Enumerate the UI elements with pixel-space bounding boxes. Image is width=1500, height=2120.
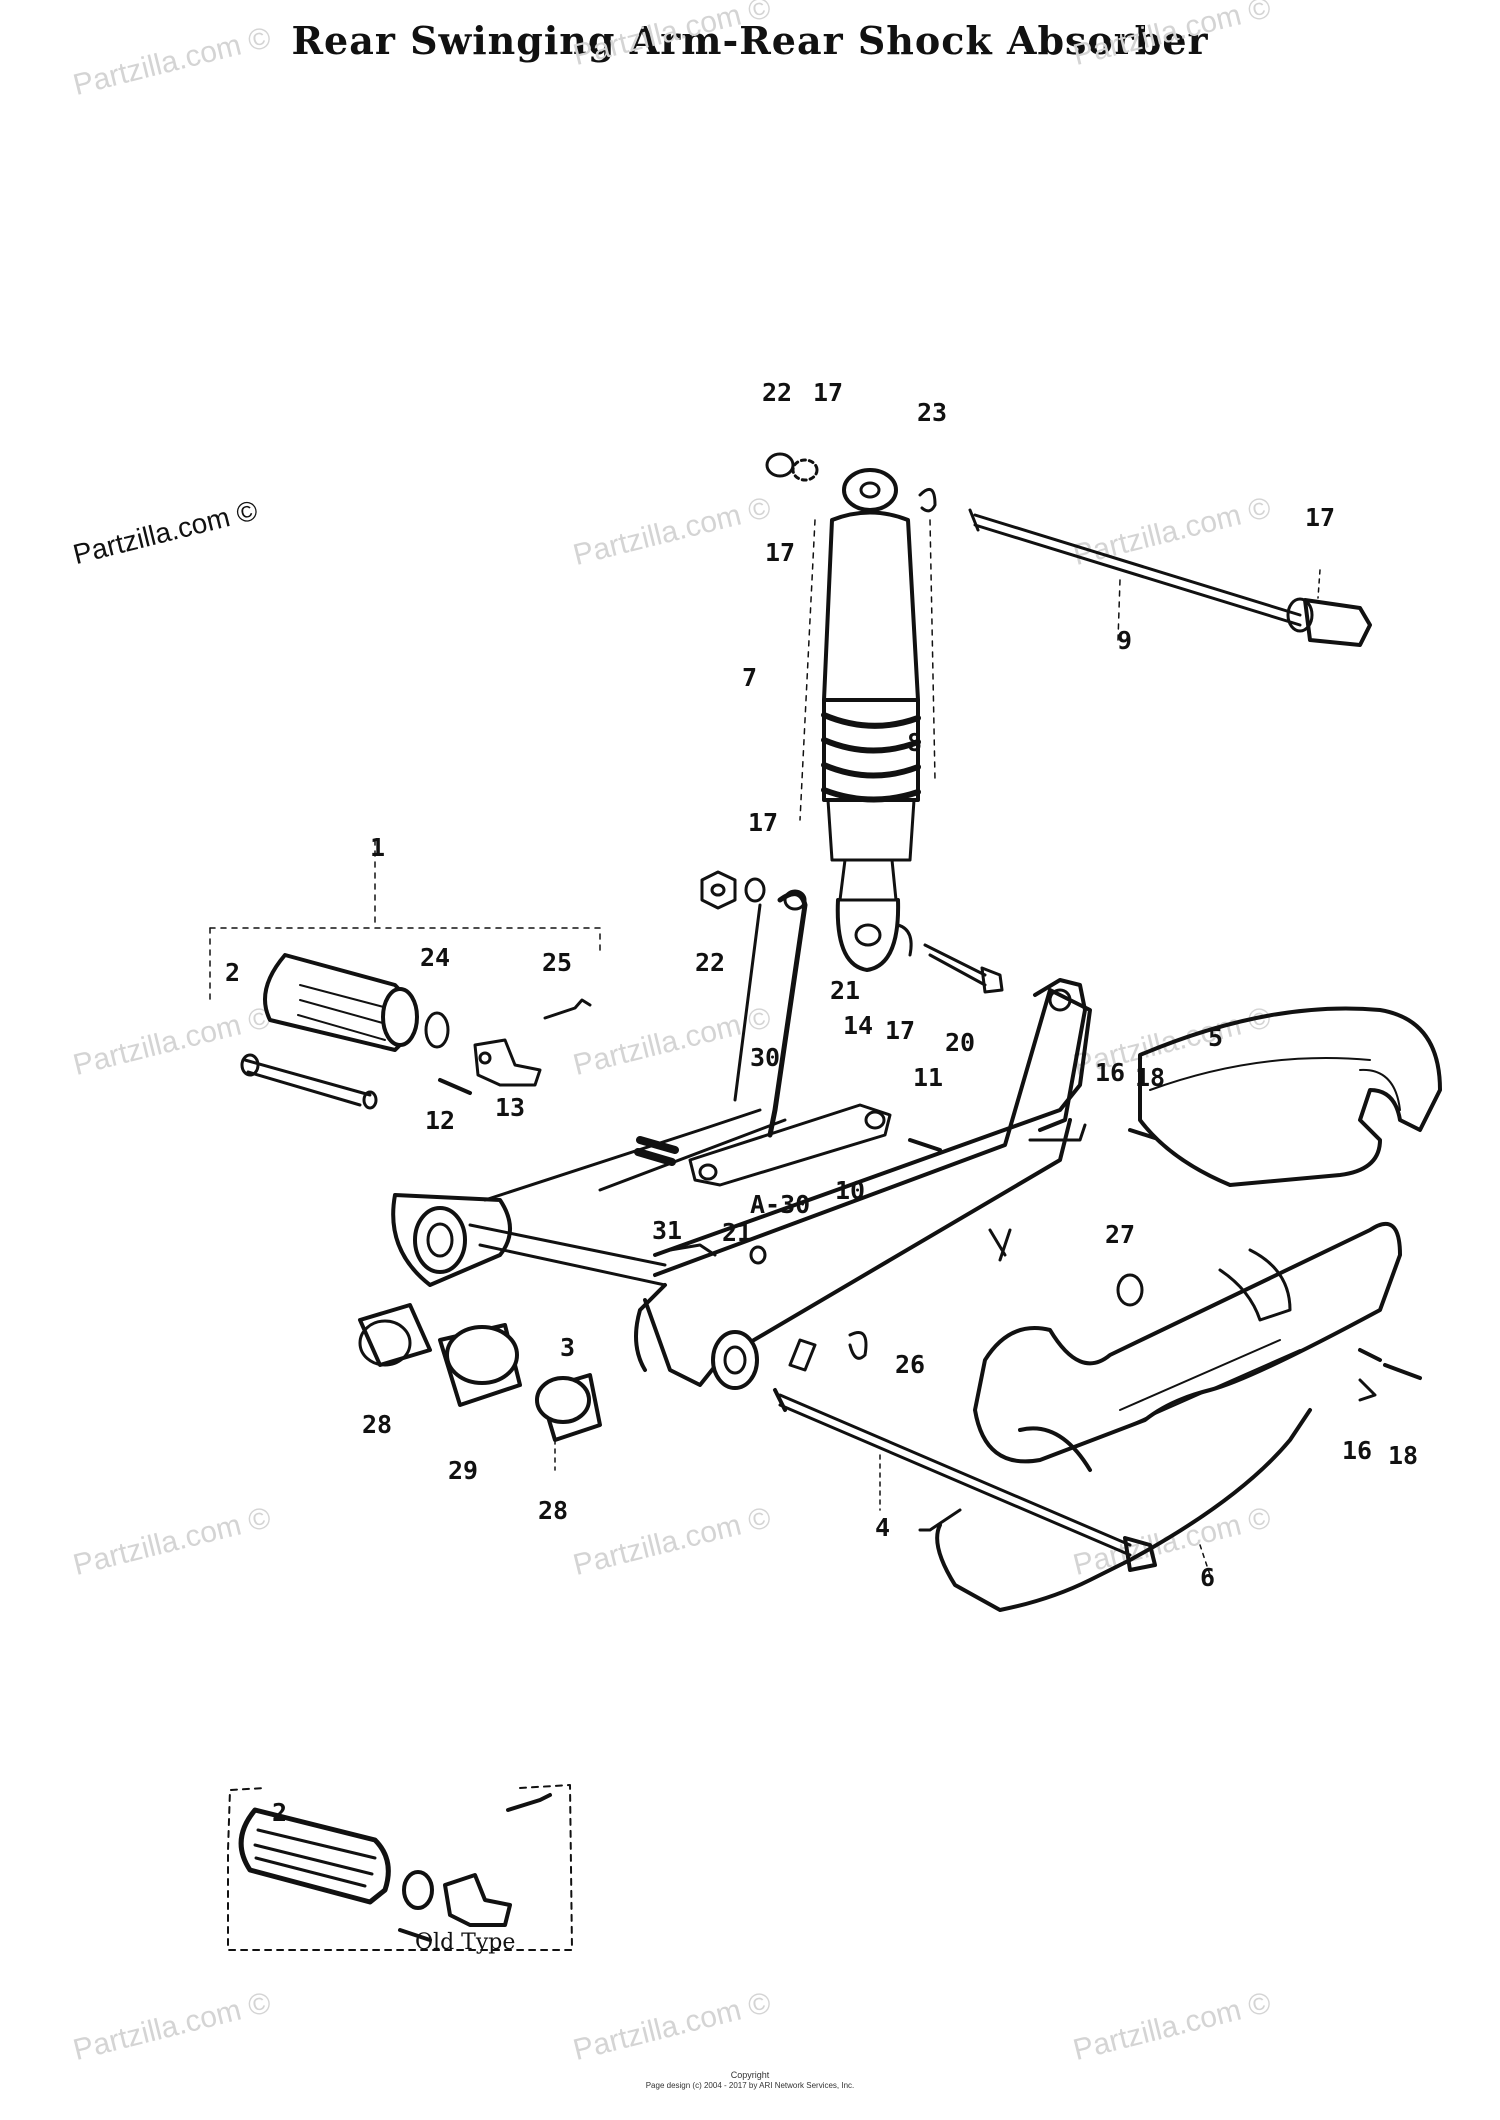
footrest-assembly-drawing	[209, 839, 601, 1110]
callout-17: 17	[765, 538, 796, 567]
callout-28: 28	[362, 1410, 393, 1439]
callout-11: 11	[913, 1063, 944, 1092]
callout-12: 12	[425, 1106, 456, 1135]
bushings-drawing	[358, 1303, 602, 1471]
callout-17: 17	[748, 808, 779, 837]
chain-case-upper-drawing	[1138, 1006, 1442, 1187]
callout-30: 30	[750, 1043, 781, 1072]
callout-18: 18	[1135, 1063, 1166, 1092]
callout-20: 20	[945, 1028, 976, 1057]
callout-13: 13	[495, 1093, 526, 1122]
callout-a-30: A-30	[750, 1190, 811, 1219]
callout-2: 2	[225, 958, 241, 987]
callout-29: 29	[448, 1456, 479, 1485]
callout-14: 14	[843, 1011, 874, 1040]
callout-27: 27	[1105, 1220, 1136, 1249]
old-type-inset-drawing	[227, 1784, 573, 1951]
callout-22: 22	[695, 948, 726, 977]
callout-23: 23	[917, 398, 948, 427]
old-type-label: Old Type	[415, 1930, 516, 1955]
callout-28: 28	[538, 1496, 569, 1525]
callout-4: 4	[875, 1513, 891, 1542]
callout-26: 26	[895, 1350, 926, 1379]
callout-9: 9	[1117, 626, 1133, 655]
callout-5: 5	[1208, 1023, 1224, 1052]
callout-10: 10	[835, 1176, 866, 1205]
callout-22: 22	[762, 378, 793, 407]
swing-arm-drawing	[391, 978, 1157, 1390]
callout-6: 6	[1200, 1563, 1216, 1592]
callout-21: 21	[830, 976, 861, 1005]
callout-2: 2	[272, 1798, 288, 1827]
callout-3: 3	[560, 1333, 576, 1362]
top-washers-drawing	[765, 452, 937, 513]
callout-8: 8	[907, 728, 923, 757]
copyright-label: Copyright	[730, 2070, 770, 2080]
copyright-notice: Page design (c) 2004 - 2017 by ARI Netwo…	[645, 2080, 855, 2090]
callout-17: 17	[813, 378, 844, 407]
callout-17: 17	[885, 1016, 916, 1045]
callout-21: 21	[722, 1218, 753, 1247]
callout-25: 25	[542, 948, 573, 977]
diagram-title: Rear Swinging Arm-Rear Shock Absorber	[291, 18, 1209, 63]
axle-4-drawing	[773, 1331, 1157, 1572]
callout-17: 17	[1305, 503, 1336, 532]
callout-31: 31	[652, 1216, 683, 1245]
chain-case-lower-drawing	[918, 1221, 1422, 1612]
callout-16: 16	[1342, 1436, 1373, 1465]
shock-absorber-drawing	[799, 468, 936, 972]
callout-24: 24	[420, 943, 451, 972]
bolt-9-drawing	[968, 508, 1372, 647]
callout-18: 18	[1388, 1441, 1419, 1470]
callout-16: 16	[1095, 1058, 1126, 1087]
callout-7: 7	[742, 663, 758, 692]
mount-stay-drawing	[700, 870, 1004, 1138]
callout-1: 1	[370, 833, 386, 862]
copyright-footer: Copyright Page design (c) 2004 - 2017 by…	[0, 2070, 1500, 2090]
